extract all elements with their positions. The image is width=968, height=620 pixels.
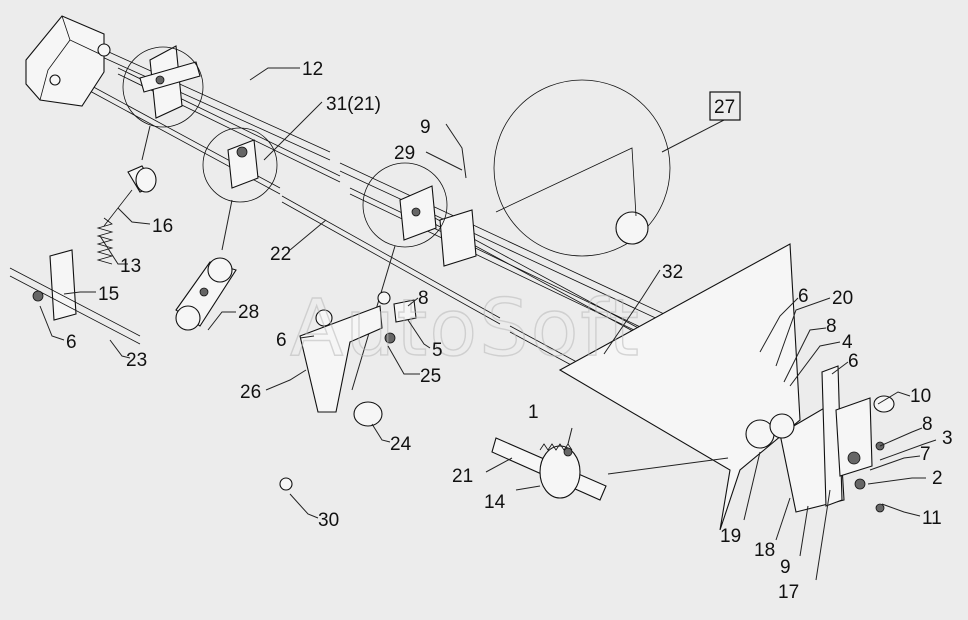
gear-shaft-21 (491, 437, 607, 501)
callout-6-far: 6 (848, 351, 859, 372)
callout-7: 7 (920, 444, 931, 465)
leader-lines (39, 67, 937, 581)
callout-13: 13 (120, 256, 141, 277)
callout-19: 19 (720, 526, 741, 547)
callout-22: 22 (270, 244, 291, 265)
callout-27: 27 (714, 97, 735, 118)
callout-27-box (709, 91, 741, 121)
callout-9: 9 (420, 117, 431, 138)
callout-8-right: 8 (826, 316, 837, 337)
callout-6-mid: 6 (276, 330, 287, 351)
right-end-plate (558, 243, 895, 531)
callout-26: 26 (240, 382, 261, 403)
callout-12: 12 (302, 59, 323, 80)
callout-17: 17 (778, 582, 799, 603)
callout-25: 25 (420, 366, 441, 387)
callout-4: 4 (842, 332, 853, 353)
callout-21: 21 (452, 466, 473, 487)
detail-circles (122, 46, 671, 391)
callout-31-21: 31(21) (326, 94, 381, 115)
callout-9-bottom: 9 (780, 557, 791, 578)
callout-8-mid: 8 (418, 288, 429, 309)
callout-5: 5 (432, 340, 443, 361)
callout-11: 11 (922, 508, 942, 529)
callout-30: 30 (318, 510, 339, 531)
shaft-bracket-left (139, 45, 201, 119)
callout-20: 20 (832, 288, 853, 309)
callout-15: 15 (98, 284, 119, 305)
callout-28: 28 (238, 302, 259, 323)
spring-damper (9, 165, 157, 345)
callout-labels: 12 31(21) 9 29 27 16 13 15 6 23 22 28 26… (66, 59, 953, 603)
callout-6-left: 6 (66, 332, 77, 353)
left-gearbox-housing (25, 15, 111, 107)
callout-1: 1 (528, 402, 539, 423)
bracket-28 (175, 257, 237, 331)
callout-8-far: 8 (922, 414, 933, 435)
callout-14: 14 (484, 492, 506, 513)
callout-3: 3 (942, 428, 953, 449)
callout-2: 2 (932, 468, 943, 489)
callout-24: 24 (390, 434, 412, 455)
callout-23: 23 (126, 350, 147, 371)
callout-6-right: 6 (798, 286, 809, 307)
shaft-bracket-mid (227, 139, 259, 189)
shaft-bracket-center (399, 185, 477, 267)
callout-16: 16 (152, 216, 173, 237)
callout-10: 10 (910, 386, 931, 407)
watermark-text: AutoSoft (290, 284, 641, 374)
plate-26 (279, 291, 417, 491)
callout-32: 32 (662, 262, 683, 283)
callout-18: 18 (754, 540, 775, 561)
callout-29: 29 (394, 143, 415, 164)
